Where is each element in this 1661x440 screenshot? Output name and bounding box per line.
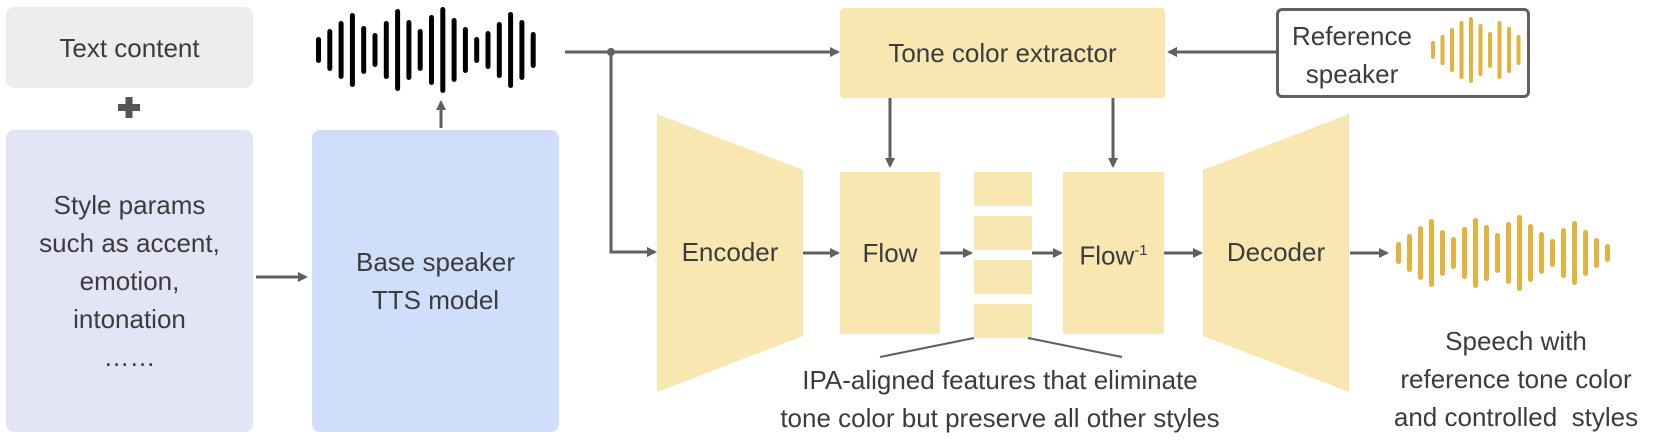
feature-block-1: [974, 172, 1032, 206]
text-content-label: Text content: [59, 32, 200, 63]
waveform-bar: [1396, 242, 1401, 264]
style-params-box: Style params such as accent, emotion, in…: [6, 130, 253, 432]
decoder-label: Decoder: [1226, 236, 1326, 267]
waveform-bar: [1440, 35, 1445, 65]
waveform-bar: [496, 22, 502, 78]
text-content-box: Text content: [6, 7, 253, 88]
tone-color-extractor-box: Tone color extractor: [840, 8, 1165, 98]
feature-block-3: [974, 260, 1032, 294]
waveform-bar: [1550, 239, 1555, 267]
waveform-bar: [1605, 244, 1610, 262]
encoder-label: Encoder: [681, 236, 779, 267]
ipa-features-line-2: tone color but preserve all other styles: [780, 403, 1220, 433]
waveform-bar: [1473, 218, 1478, 288]
waveform-bar: [1583, 230, 1588, 276]
reference-speaker-line-2: speaker: [1305, 59, 1399, 89]
waveform-bar: [1517, 215, 1522, 291]
waveform-bar: [338, 21, 344, 79]
junction-dot: [607, 48, 615, 56]
waveform-bar: [1440, 230, 1445, 276]
flow-box: Flow: [840, 172, 940, 334]
feature-block-2: [974, 216, 1032, 250]
waveform-bar: [474, 37, 480, 63]
arrow-wave-to-encoder: [609, 52, 657, 257]
waveform-bar: [485, 31, 491, 69]
waveform-bar: [1450, 28, 1454, 72]
waveform-bar: [519, 20, 525, 80]
output-speech-caption: Speech with reference tone color and con…: [1376, 320, 1656, 438]
waveform-bar: [406, 20, 412, 80]
waveform-bar: [1506, 222, 1511, 284]
waveform-bar: [1594, 238, 1599, 268]
tone-color-extractor-label: Tone color extractor: [888, 38, 1117, 68]
waveform-bar: [1507, 27, 1511, 73]
ipa-features-line-1: IPA-aligned features that eliminate: [802, 365, 1198, 395]
waveform-bar: [1462, 227, 1467, 279]
waveform-bar: [1484, 225, 1489, 281]
waveform-bar: [1497, 21, 1502, 79]
reference-speaker-line-1: Reference: [1292, 21, 1412, 51]
style-params-line-2: such as accent,: [39, 228, 220, 258]
waveform-bar: [1469, 17, 1473, 83]
waveform-bar: [349, 13, 355, 87]
waveform-bar: [1418, 226, 1423, 280]
waveform-bar: [451, 18, 457, 82]
flow-inverse-superscript: -1: [1134, 241, 1148, 259]
decoder-shape: [1203, 114, 1349, 392]
waveform-bar: [1572, 221, 1577, 285]
waveform-bar: [1528, 224, 1533, 282]
waveform-bar: [1478, 24, 1483, 76]
style-params-line-1: Style params: [53, 190, 206, 220]
base-speech-waveform: [316, 7, 536, 93]
waveform-bar: [1488, 32, 1492, 68]
waveform-bar: [1495, 233, 1500, 273]
waveform-bar: [508, 12, 514, 88]
base-speaker-line-1: Base speaker: [356, 247, 515, 277]
flow-label: Flow: [862, 238, 918, 268]
waveform-bar: [361, 26, 367, 74]
output-speech-line-1: Speech with: [1445, 326, 1587, 356]
waveform-bar: [1429, 219, 1434, 287]
style-params-line-4: intonation: [73, 304, 186, 334]
base-speaker-tts-box: Base speaker TTS model: [312, 130, 559, 432]
waveform-bar: [1407, 234, 1412, 272]
waveform-bar: [530, 32, 536, 68]
waveform-bar: [395, 9, 401, 91]
flow-inverse-label: Flow-1: [1079, 232, 1147, 275]
waveform-bar: [327, 29, 333, 71]
callout-line-right: [1027, 337, 1123, 358]
output-speech-line-2: reference tone color: [1400, 364, 1632, 394]
encoder-shape: [657, 114, 803, 392]
waveform-bar: [429, 15, 434, 85]
waveform-bar: [1516, 35, 1521, 65]
reference-speech-waveform: [1431, 17, 1521, 83]
waveform-bar: [1431, 41, 1435, 59]
ipa-features-caption: IPA-aligned features that eliminate tone…: [700, 360, 1300, 438]
waveform-bar: [1539, 232, 1544, 274]
waveform-bar: [1561, 228, 1566, 278]
output-speech-waveform: [1396, 215, 1610, 291]
plus-icon: [118, 97, 140, 118]
base-speaker-line-2: TTS model: [371, 285, 500, 315]
flow-inverse-text: Flow: [1079, 240, 1135, 271]
waveform-bar: [316, 37, 321, 63]
waveform-bar: [372, 33, 378, 67]
reference-speaker-box: Reference speaker: [1276, 8, 1530, 98]
style-params-line-3: emotion,: [79, 266, 180, 296]
waveform-bar: [383, 21, 389, 79]
waveform-bar: [462, 27, 468, 73]
feature-block-4: [974, 304, 1032, 338]
output-speech-line-3: and controlled styles: [1393, 402, 1639, 432]
waveform-bar: [417, 29, 423, 71]
callout-line-left: [879, 337, 975, 358]
waveform-bar: [1451, 237, 1456, 269]
flow-inverse-box: Flow-1: [1063, 172, 1164, 334]
waveform-bar: [440, 7, 446, 93]
waveform-bar: [1459, 21, 1464, 79]
style-params-line-5: ……: [103, 342, 156, 372]
